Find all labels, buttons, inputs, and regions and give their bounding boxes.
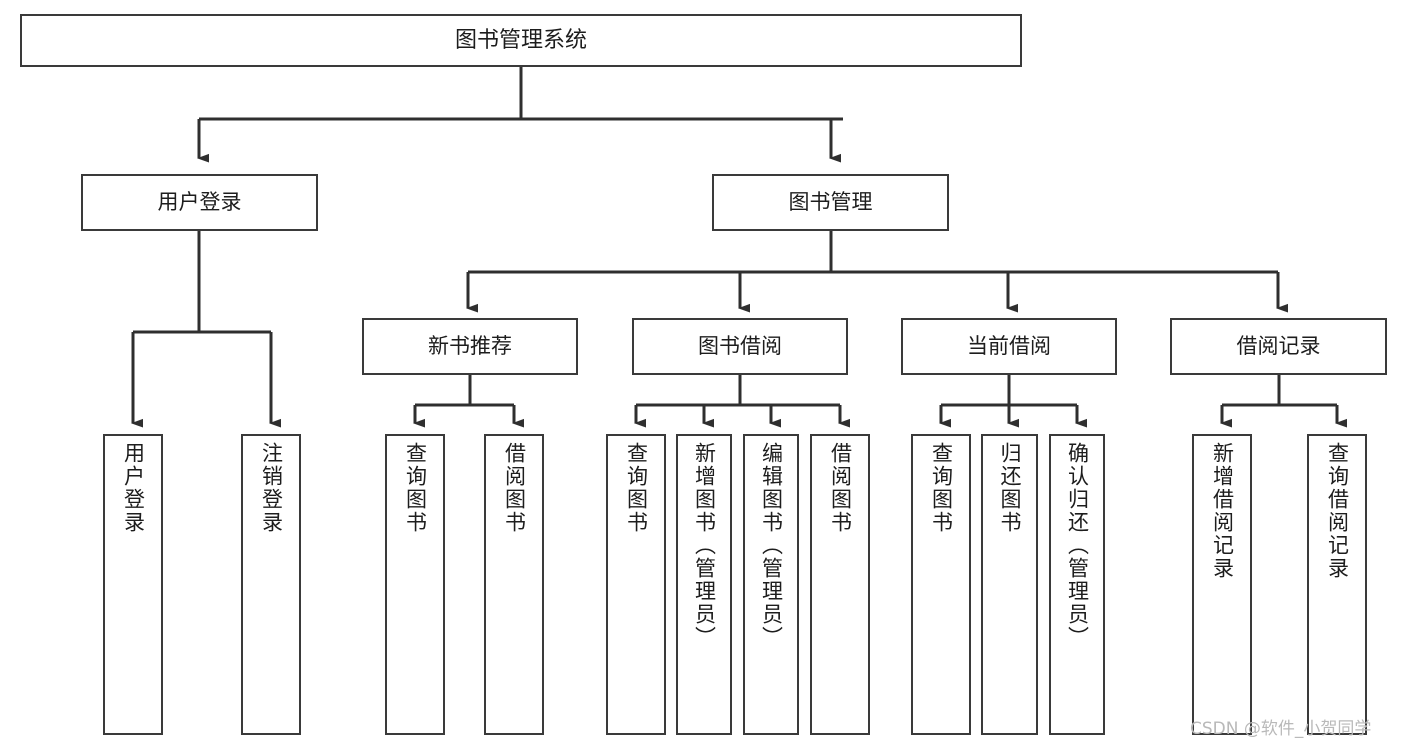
node-user-login[interactable]: 用户登录 (81, 174, 318, 231)
leaf-query-book-current[interactable]: 查询图书 (911, 434, 971, 735)
node-label: 注销登录 (259, 442, 284, 534)
node-label: 新增借阅记录 (1210, 442, 1235, 580)
node-label: 归还图书 (998, 442, 1022, 534)
node-label: 新书推荐 (428, 334, 512, 359)
leaf-add-book-admin[interactable]: 新增图书（管理员） (676, 434, 732, 735)
leaf-user-logout[interactable]: 注销登录 (241, 434, 301, 735)
node-label: 查询图书 (624, 442, 649, 534)
node-book-management[interactable]: 图书管理 (712, 174, 949, 231)
node-label: 借阅图书 (828, 442, 853, 534)
node-borrow-record[interactable]: 借阅记录 (1170, 318, 1387, 375)
leaf-borrow-book-borrow[interactable]: 借阅图书 (810, 434, 870, 735)
node-new-book-recommend[interactable]: 新书推荐 (362, 318, 578, 375)
leaf-borrow-book-recommend[interactable]: 借阅图书 (484, 434, 544, 735)
node-label: 图书管理 (788, 190, 873, 215)
node-label: 借阅图书 (502, 442, 527, 534)
node-label: 查询图书 (403, 442, 428, 534)
node-label: 借阅记录 (1236, 334, 1321, 359)
node-label: 确认归还（管理员） (1065, 442, 1090, 649)
node-label: 编辑图书（管理员） (759, 442, 784, 649)
node-label: 查询借阅记录 (1325, 442, 1350, 580)
leaf-user-login[interactable]: 用户登录 (103, 434, 163, 735)
node-label: 用户登录 (157, 190, 242, 215)
node-book-borrow[interactable]: 图书借阅 (632, 318, 848, 375)
node-book-management-system[interactable]: 图书管理系统 (20, 14, 1022, 67)
leaf-confirm-return-admin[interactable]: 确认归还（管理员） (1049, 434, 1105, 735)
node-label: 新增图书（管理员） (692, 442, 717, 649)
leaf-edit-book-admin[interactable]: 编辑图书（管理员） (743, 434, 799, 735)
leaf-return-book[interactable]: 归还图书 (981, 434, 1038, 735)
csdn-watermark: CSDN @软件_小贺同学 (1190, 719, 1372, 739)
leaf-query-book-recommend[interactable]: 查询图书 (385, 434, 445, 735)
node-label: 图书借阅 (698, 334, 782, 359)
node-label: 当前借阅 (967, 334, 1051, 359)
node-current-borrow[interactable]: 当前借阅 (901, 318, 1117, 375)
leaf-query-borrow-record[interactable]: 查询借阅记录 (1307, 434, 1367, 735)
leaf-query-book-borrow[interactable]: 查询图书 (606, 434, 666, 735)
node-label: 用户登录 (121, 442, 146, 534)
node-label: 查询图书 (929, 442, 954, 534)
node-label: 图书管理系统 (454, 27, 587, 53)
leaf-add-borrow-record[interactable]: 新增借阅记录 (1192, 434, 1252, 735)
